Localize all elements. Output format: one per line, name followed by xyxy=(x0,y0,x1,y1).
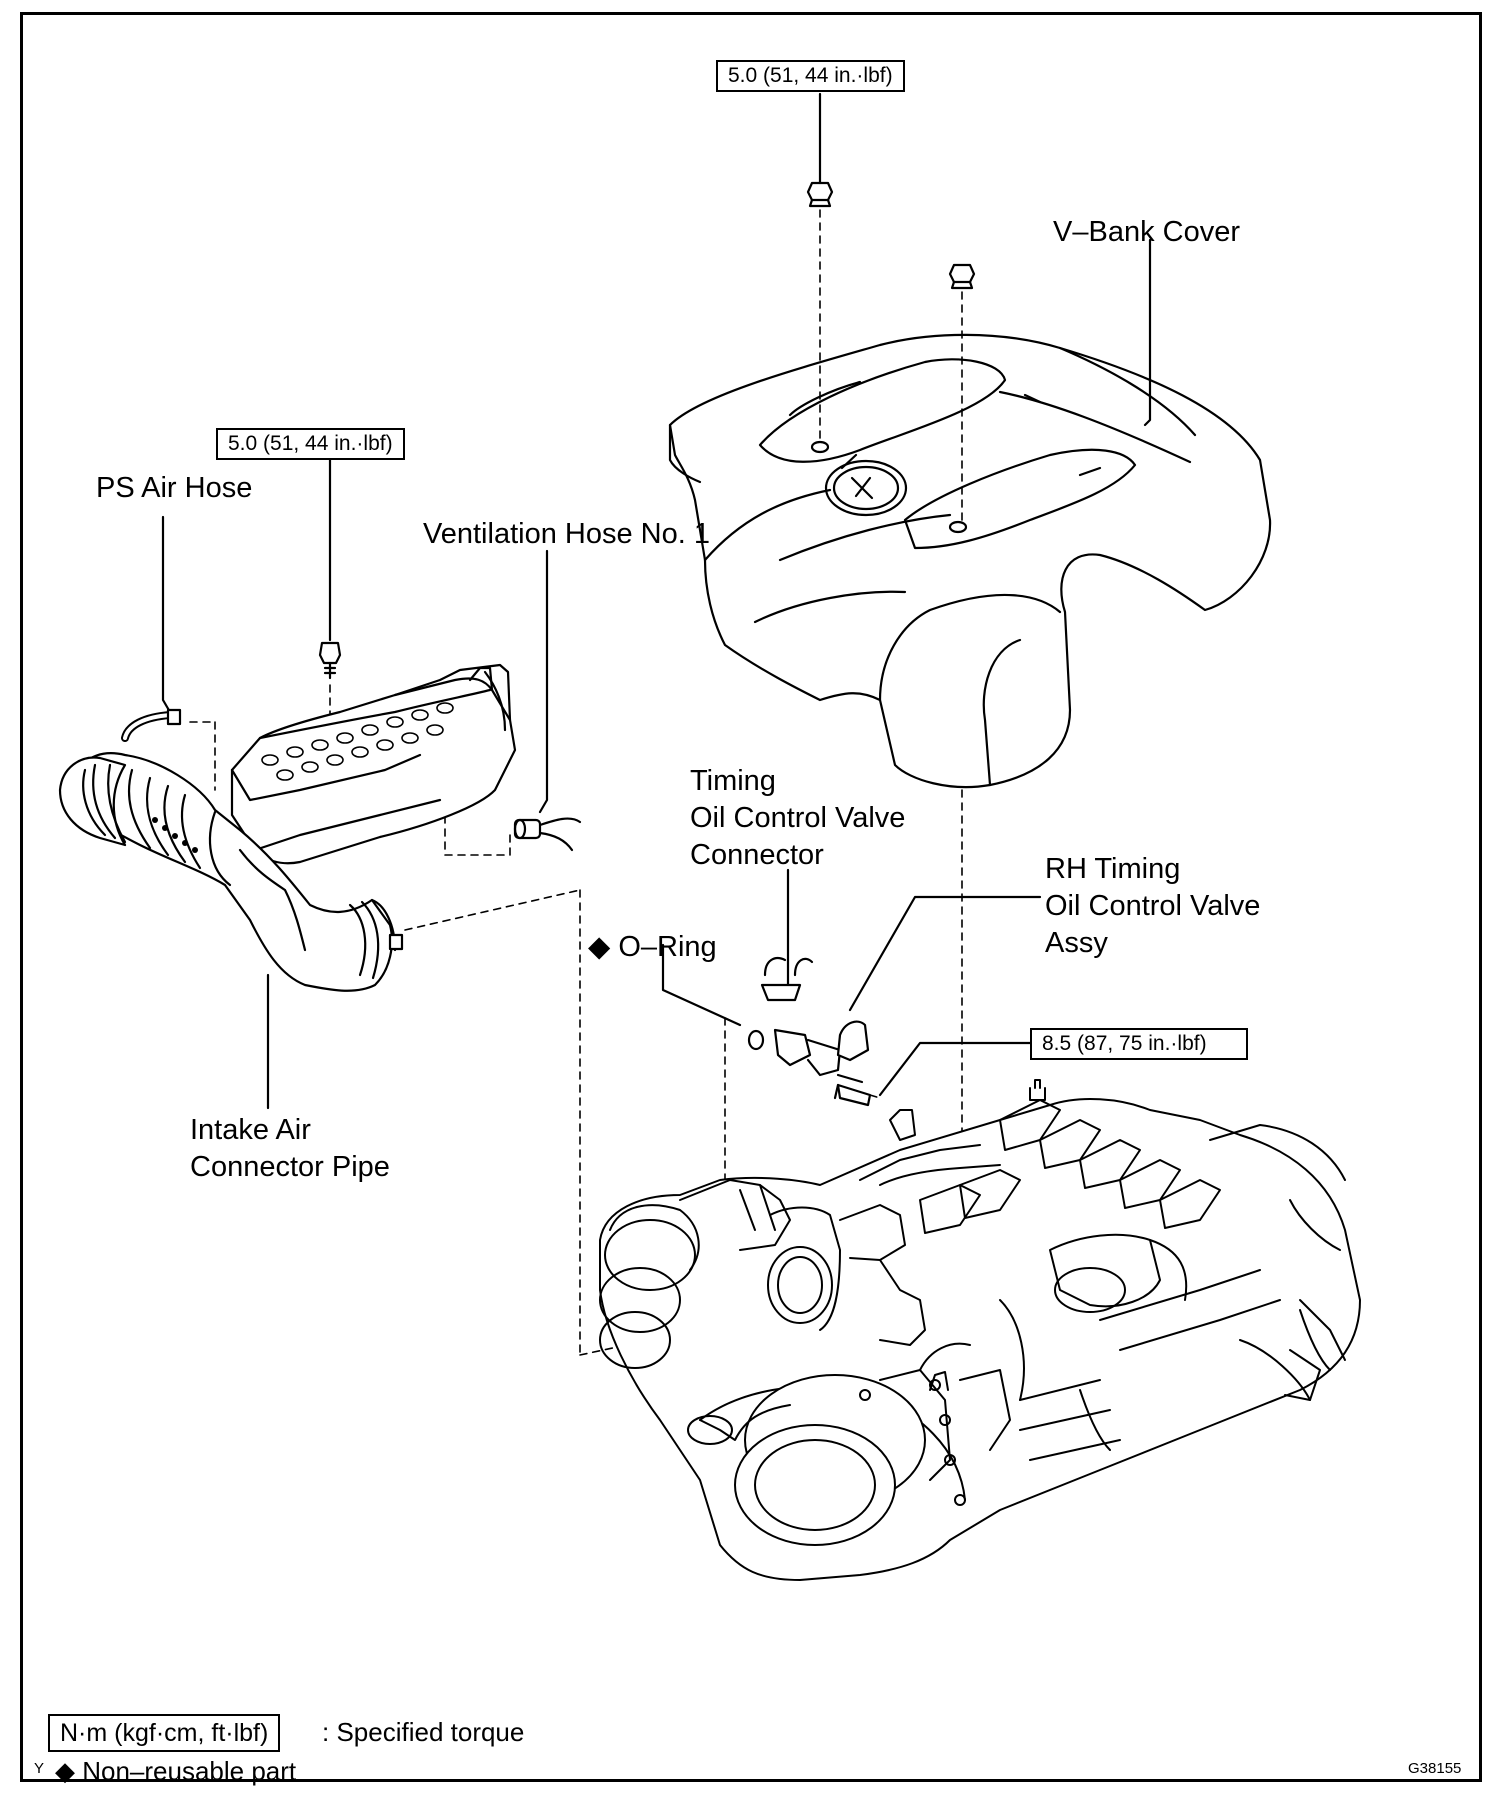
label-rh-ocv-assy-line2: Oil Control Valve xyxy=(1045,890,1261,922)
label-rh-ocv-assy-line3: Assy xyxy=(1045,927,1108,959)
figure-code: G38155 xyxy=(1408,1760,1462,1777)
v-bank-cover-drawing xyxy=(668,333,1272,789)
label-ps-air-hose: PS Air Hose xyxy=(96,472,253,504)
label-ocv-connector-line2: Oil Control Valve xyxy=(690,802,906,834)
label-ocv-connector-line1: Timing xyxy=(690,765,776,797)
leader-lines xyxy=(161,238,1152,1110)
label-rh-ocv-assy-line1: RH Timing xyxy=(1045,853,1181,885)
legend-torque-box: N·m (kgf·cm, ft·lbf) xyxy=(48,1714,281,1752)
label-v-bank-cover: V–Bank Cover xyxy=(1053,216,1240,248)
legend-nonreusable-text: ◆ Non–reusable part xyxy=(55,1756,297,1786)
cover-nuts xyxy=(806,92,976,290)
label-ventilation-hose: Ventilation Hose No. 1 xyxy=(423,518,710,550)
label-intake-pipe-line1: Intake Air xyxy=(190,1114,311,1146)
label-ocv-connector-line3: Connector xyxy=(690,839,824,871)
diagram-frame xyxy=(20,12,1482,1782)
label-o-ring: ◆ O–Ring xyxy=(588,931,717,963)
intake-pipe-drawing xyxy=(58,752,404,992)
engine-drawing xyxy=(599,1079,1361,1581)
torque-callout-left: 5.0 (51, 44 in.·lbf) xyxy=(216,428,405,460)
resonator-bolt xyxy=(318,641,342,680)
air-resonator-drawing xyxy=(230,663,517,865)
ocv-parts-drawing xyxy=(747,957,872,1107)
torque-callout-ocv-bolt: 8.5 (87, 75 in.·lbf) xyxy=(1030,1028,1248,1060)
label-intake-pipe-line2: Connector Pipe xyxy=(190,1151,390,1183)
torque-callout-top: 5.0 (51, 44 in.·lbf) xyxy=(716,60,905,92)
legend-marker-y: Y xyxy=(34,1760,45,1777)
ventilation-hose-drawing xyxy=(513,817,582,852)
ps-air-hose-drawing xyxy=(121,708,182,742)
legend-torque-text: : Specified torque xyxy=(322,1717,525,1747)
